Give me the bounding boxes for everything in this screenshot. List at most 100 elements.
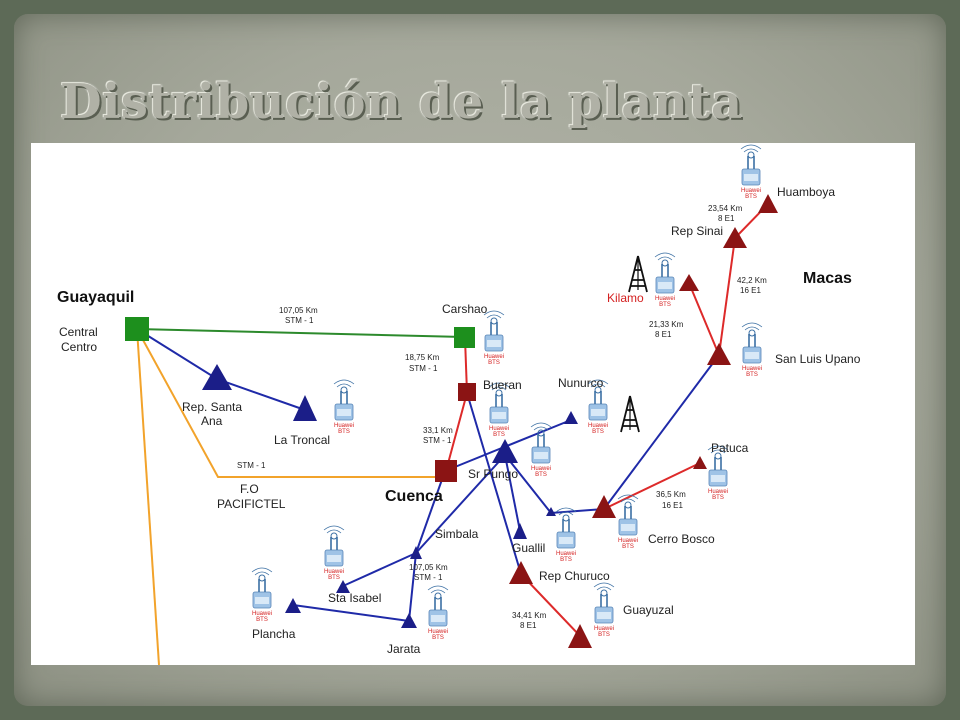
node-label: Jarata: [387, 642, 421, 656]
node-bueran[interactable]: [458, 383, 476, 401]
fiber-link-pacifictel: [136, 328, 445, 478]
svg-text:BTS: BTS: [535, 472, 547, 478]
svg-text:BTS: BTS: [328, 575, 340, 581]
svg-text:Huawei: Huawei: [655, 296, 675, 302]
node-san-luis-upano[interactable]: [707, 343, 731, 365]
node-label: Centro: [61, 340, 97, 354]
link-label: 107,05 Km: [279, 306, 318, 315]
node-huamboya[interactable]: [758, 194, 778, 213]
svg-text:Huawei: Huawei: [428, 629, 448, 635]
node-sr-pungo[interactable]: [492, 439, 518, 463]
link-label: PACIFICTEL: [217, 497, 286, 511]
link-label: 16 E1: [662, 501, 683, 510]
svg-text:BTS: BTS: [745, 194, 757, 200]
svg-text:Huawei: Huawei: [618, 538, 638, 544]
node-carshao[interactable]: [454, 327, 475, 348]
svg-text:Huawei: Huawei: [594, 626, 614, 632]
svg-text:Huawei: Huawei: [252, 611, 272, 617]
link-simbala-staisabel: [342, 552, 417, 587]
svg-text:BTS: BTS: [598, 632, 610, 638]
link-label: STM - 1: [237, 461, 266, 470]
node-rep-santa-ana[interactable]: [202, 364, 232, 390]
node-rep-sinai[interactable]: [723, 227, 747, 248]
svg-text:Huawei: Huawei: [484, 354, 504, 360]
link-label: STM - 1: [423, 436, 452, 445]
svg-text:BTS: BTS: [493, 432, 505, 438]
node-sta-isabel[interactable]: [336, 580, 350, 593]
svg-text:Huawei: Huawei: [708, 489, 728, 495]
link-label: STM - 1: [285, 316, 314, 325]
link-label: STM - 1: [409, 364, 438, 373]
node-label: Plancha: [252, 627, 296, 641]
region-label-macas: Macas: [803, 270, 852, 287]
link-guayaquil-carshao: [136, 328, 465, 338]
link-label: 16 E1: [740, 286, 761, 295]
node-cuenca[interactable]: [435, 460, 457, 482]
node-label: Bueran: [483, 378, 522, 392]
link-cuenca-simbala: [415, 470, 446, 554]
node-label: Rep. Santa: [182, 400, 242, 414]
node-simbala[interactable]: [410, 546, 422, 559]
node-kilamo[interactable]: [679, 274, 699, 291]
link-label: 8 E1: [718, 214, 735, 223]
node-label: Rep Churuco: [539, 569, 610, 583]
node-label: Sta Isabel: [328, 591, 381, 605]
link-label: 18,75 Km: [405, 353, 440, 362]
link-label: 8 E1: [655, 330, 672, 339]
link-label: 23,54 Km: [708, 204, 743, 213]
node-label: Sr Pungo: [468, 467, 518, 481]
link-simbala-jarata-plancha: [292, 552, 417, 623]
link-label: 42,2 Km: [737, 276, 767, 285]
node-label: Cerro Bosco: [648, 532, 715, 546]
node-patuca[interactable]: [693, 456, 707, 469]
svg-text:BTS: BTS: [256, 617, 268, 623]
svg-text:BTS: BTS: [338, 429, 350, 435]
radio-tower-icon: [620, 395, 640, 433]
node-patocha-junction[interactable]: [546, 507, 556, 516]
link-patocha-sanluis: [603, 354, 720, 510]
svg-text:BTS: BTS: [712, 495, 724, 501]
svg-text:Huawei: Huawei: [324, 569, 344, 575]
node-label: Kilamo: [607, 291, 644, 305]
node-label: Carshao: [442, 302, 488, 316]
fiber-link-south: [136, 328, 160, 665]
link-srpungo-patocha: [504, 454, 605, 515]
link-label: F.O: [240, 482, 259, 496]
svg-text:BTS: BTS: [622, 544, 634, 550]
svg-text:Huawei: Huawei: [742, 366, 762, 372]
node-nunurco[interactable]: [564, 411, 578, 424]
svg-text:Huawei: Huawei: [556, 551, 576, 557]
svg-text:Huawei: Huawei: [531, 466, 551, 472]
link-label: 21,33 Km: [649, 320, 684, 329]
node-rep-churuco[interactable]: [509, 561, 533, 584]
svg-text:Huawei: Huawei: [741, 188, 761, 194]
node-la-troncal[interactable]: [293, 395, 317, 421]
link-label: 107,05 Km: [409, 563, 448, 572]
link-patocha-patuca: [603, 462, 701, 510]
node-label: Nunurco: [558, 376, 604, 390]
node-guayuzal[interactable]: [568, 624, 592, 648]
node-guayaquil-central[interactable]: [125, 317, 149, 341]
link-label: 8 E1: [520, 621, 537, 630]
node-patocha[interactable]: [592, 495, 616, 518]
svg-text:Huawei: Huawei: [334, 423, 354, 429]
svg-text:Huawei: Huawei: [489, 426, 509, 432]
svg-text:Huawei: Huawei: [588, 423, 608, 429]
link-bueran-churuco: [466, 392, 522, 575]
node-jarata[interactable]: [401, 613, 417, 628]
node-plancha[interactable]: [285, 598, 301, 613]
node-guallil[interactable]: [513, 523, 527, 539]
node-label: Guallil: [512, 541, 545, 555]
